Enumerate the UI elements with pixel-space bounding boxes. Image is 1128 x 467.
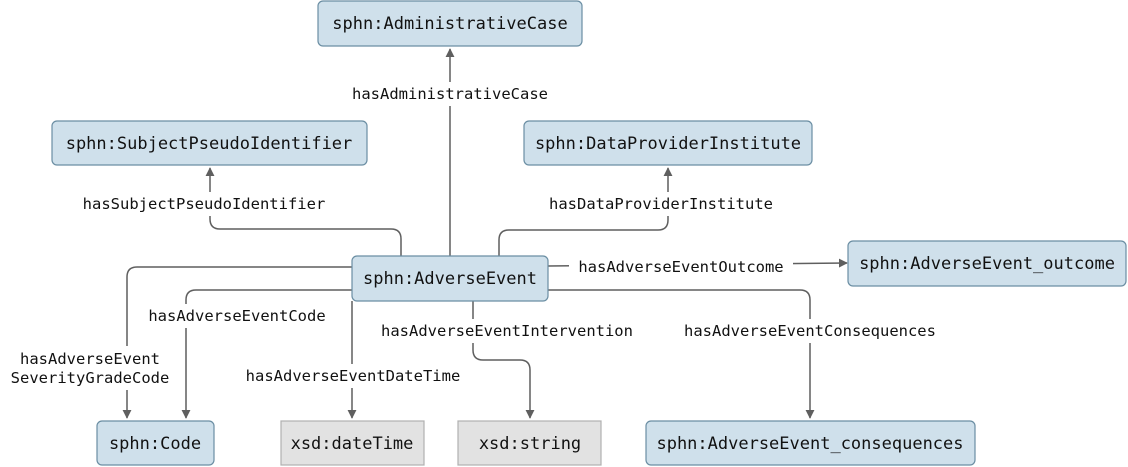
label-has-adverse-event-severity-line2: SeverityGradeCode: [11, 369, 170, 387]
node-datetime-label: xsd:dateTime: [291, 434, 414, 454]
node-adverse-event-consequences-label: sphn:AdverseEvent_consequences: [656, 434, 963, 454]
node-code[interactable]: sphn:Code: [96, 420, 215, 466]
node-administrative-case[interactable]: sphn:AdministrativeCase: [317, 0, 583, 47]
node-subject-pseudo-identifier-label: sphn:SubjectPseudoIdentifier: [66, 134, 353, 154]
node-string[interactable]: xsd:string: [457, 420, 602, 466]
node-adverse-event-label: sphn:AdverseEvent: [363, 269, 537, 289]
node-adverse-event[interactable]: sphn:AdverseEvent: [351, 255, 549, 302]
label-has-subject-pseudo-identifier: hasSubjectPseudoIdentifier: [83, 195, 326, 213]
label-has-adverse-event-intervention: hasAdverseEventIntervention: [381, 322, 633, 340]
edge-has-data-provider-institute: [498, 167, 673, 256]
node-adverse-event-outcome-label: sphn:AdverseEvent_outcome: [859, 254, 1115, 274]
node-adverse-event-outcome[interactable]: sphn:AdverseEvent_outcome: [847, 240, 1127, 287]
node-code-label: sphn:Code: [109, 434, 201, 454]
label-has-data-provider-institute: hasDataProviderInstitute: [549, 195, 773, 213]
label-has-adverse-event-outcome: hasAdverseEventOutcome: [578, 258, 783, 276]
node-adverse-event-consequences[interactable]: sphn:AdverseEvent_consequences: [645, 420, 976, 466]
label-has-adverse-event-consequences: hasAdverseEventConsequences: [684, 322, 936, 340]
edge-has-adverse-event-code: [181, 289, 352, 419]
node-subject-pseudo-identifier[interactable]: sphn:SubjectPseudoIdentifier: [51, 120, 368, 166]
label-has-administrative-case: hasAdministrativeCase: [352, 85, 548, 103]
label-has-adverse-event-date-time: hasAdverseEventDateTime: [246, 367, 461, 385]
label-has-adverse-event-severity-line1: hasAdverseEvent: [20, 350, 160, 368]
label-has-adverse-event-code: hasAdverseEventCode: [148, 307, 325, 325]
edge-has-adverse-event-severity: [122, 266, 352, 419]
edge-has-adverse-event-intervention: [472, 301, 535, 419]
edge-has-subject-pseudo-identifier: [205, 167, 402, 256]
node-string-label: xsd:string: [479, 434, 581, 454]
node-datetime[interactable]: xsd:dateTime: [280, 420, 425, 466]
node-data-provider-institute[interactable]: sphn:DataProviderInstitute: [523, 120, 813, 166]
node-data-provider-institute-label: sphn:DataProviderInstitute: [535, 134, 801, 154]
node-administrative-case-label: sphn:AdministrativeCase: [332, 14, 567, 34]
edge-has-adverse-event-consequences: [548, 289, 815, 419]
